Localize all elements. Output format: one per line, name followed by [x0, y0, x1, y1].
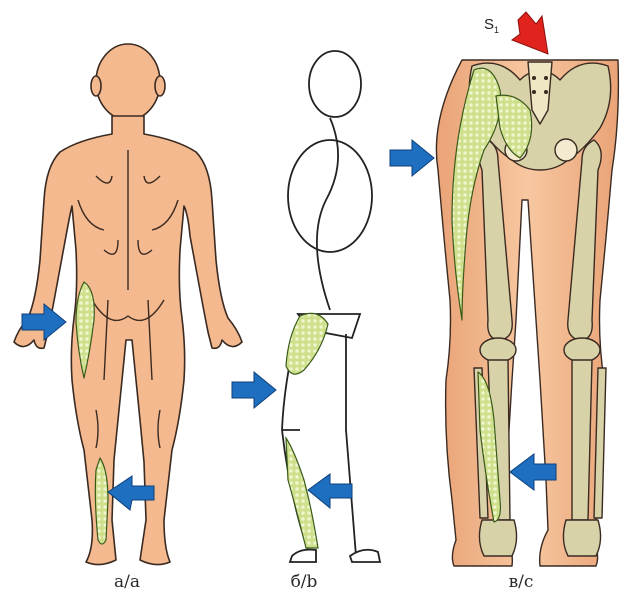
highlight-thigh: [286, 313, 328, 374]
caption-panel-b: б/b: [264, 572, 344, 592]
head: [96, 44, 160, 120]
foot-left: [479, 520, 516, 556]
stick-foot-right: [350, 550, 380, 562]
caption-panel-a: а/a: [87, 572, 167, 592]
blue-arrow-icon: [390, 140, 434, 176]
stick-foot-left: [290, 550, 316, 562]
caption-panel-c: в/c: [481, 572, 561, 592]
panel-c-skeleton-legs: [436, 60, 618, 566]
stick-leg-right: [346, 334, 356, 556]
segment-label-s1: S1: [484, 16, 499, 35]
blue-arrow-icon: [232, 372, 276, 408]
stick-head: [309, 51, 361, 117]
red-arrow-icon: [512, 12, 548, 54]
blue-arrow-icon: [308, 474, 352, 508]
stick-torso: [288, 140, 372, 252]
foot-right: [563, 520, 600, 556]
tibia-right: [572, 360, 592, 520]
